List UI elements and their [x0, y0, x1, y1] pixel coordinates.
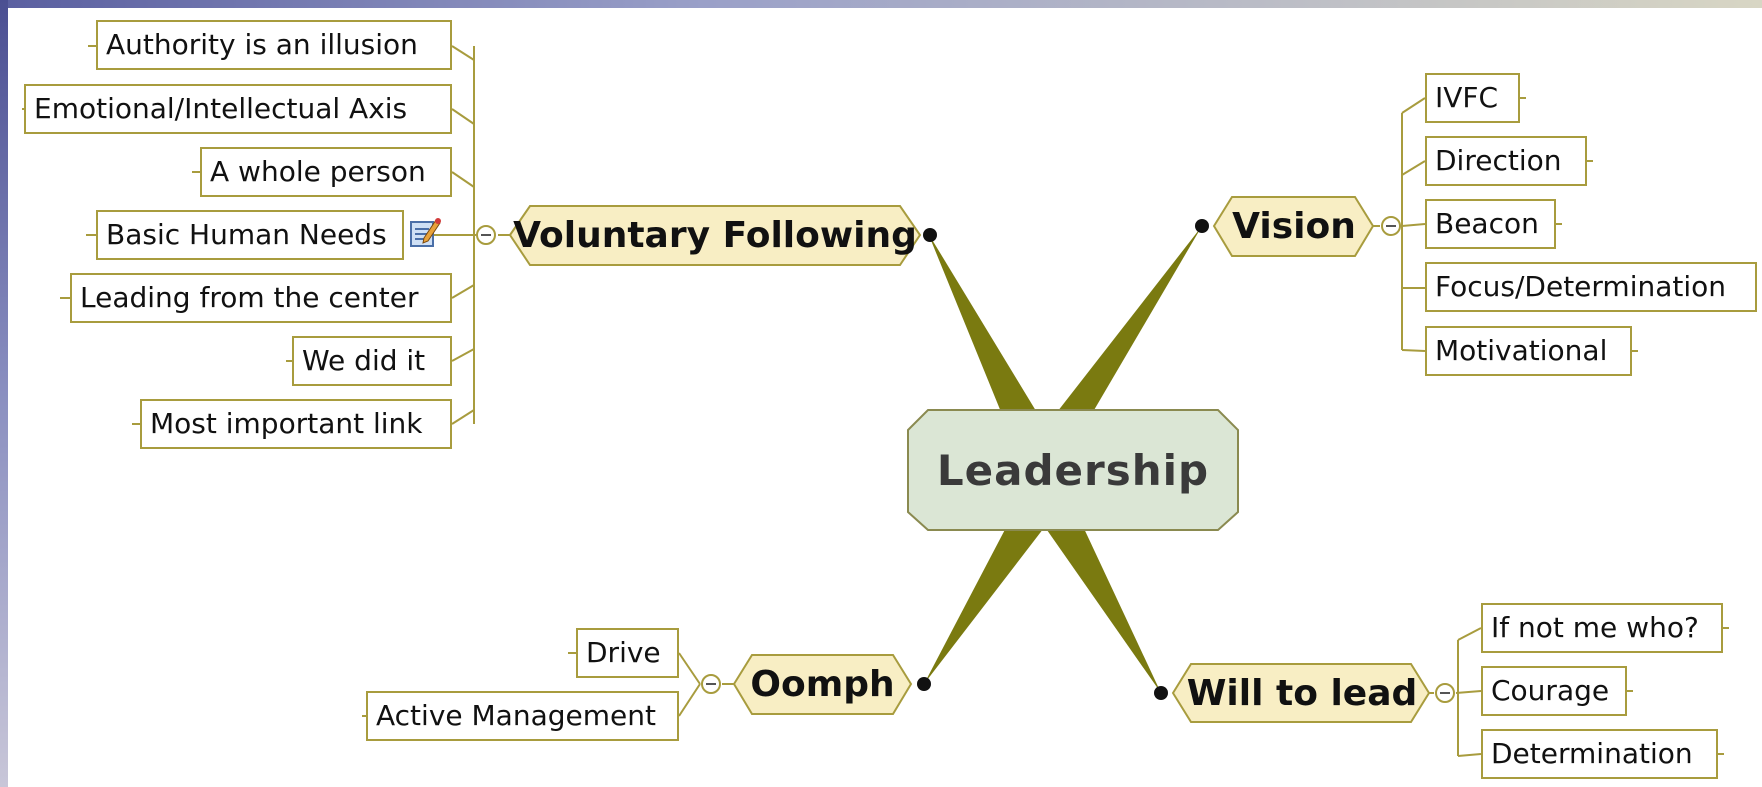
branch-voluntary-following[interactable]: Voluntary Following — [513, 215, 917, 256]
topic-direction[interactable]: Direction — [1425, 136, 1587, 186]
branch-oomph[interactable]: Oomph — [750, 664, 895, 705]
topic-focus-determination[interactable]: Focus/Determination — [1425, 262, 1757, 312]
branch-will-to-lead[interactable]: Will to lead — [1186, 672, 1418, 714]
collapse-voluntary-icon[interactable] — [476, 225, 496, 245]
collapse-vision-icon[interactable] — [1381, 216, 1401, 236]
topic-drive[interactable]: Drive — [576, 628, 679, 678]
connector-oomph — [924, 520, 1050, 684]
topic-emotional-intellectual-axis[interactable]: Emotional/Intellectual Axis — [24, 84, 452, 134]
branch-vision[interactable]: Vision — [1232, 206, 1356, 247]
topic-if-not-me-who[interactable]: If not me who? — [1481, 603, 1723, 653]
connector-vision — [1040, 226, 1202, 434]
branch-shape-voluntary — [508, 205, 922, 266]
branch-shape-oomph — [732, 654, 913, 715]
connectors-will-children — [1429, 627, 1729, 757]
connectors-oomph-children — [362, 652, 734, 717]
connector-dot-vision — [1195, 219, 1209, 233]
connector-dot-voluntary — [923, 228, 937, 242]
topic-we-did-it[interactable]: We did it — [292, 336, 452, 386]
connectors-voluntary-children — [22, 45, 510, 425]
topic-most-important-link[interactable]: Most important link — [140, 399, 452, 449]
topic-a-whole-person[interactable]: A whole person — [200, 147, 452, 197]
central-node[interactable]: Leadership — [936, 445, 1210, 495]
topic-motivational[interactable]: Motivational — [1425, 326, 1632, 376]
connector-will — [1040, 520, 1161, 693]
topic-leading-from-the-center[interactable]: Leading from the center — [70, 273, 452, 323]
connector-dot-will — [1154, 686, 1168, 700]
window-frame-left — [0, 0, 8, 787]
topic-active-management[interactable]: Active Management — [366, 691, 679, 741]
window-frame-top — [0, 0, 1762, 8]
note-icon[interactable] — [408, 216, 442, 250]
topic-ivfc[interactable]: IVFC — [1425, 73, 1520, 123]
collapse-oomph-icon[interactable] — [701, 674, 721, 694]
topic-courage[interactable]: Courage — [1481, 666, 1627, 716]
topic-basic-human-needs[interactable]: Basic Human Needs — [96, 210, 404, 260]
topic-determination[interactable]: Determination — [1481, 729, 1718, 779]
topic-beacon[interactable]: Beacon — [1425, 199, 1556, 249]
collapse-will-icon[interactable] — [1435, 683, 1455, 703]
connectors-vision-children — [1373, 97, 1638, 352]
connector-dot-oomph — [917, 677, 931, 691]
connector-voluntary — [928, 233, 1050, 434]
central-node-shape — [907, 409, 1239, 531]
topic-authority-is-an-illusion[interactable]: Authority is an illusion — [96, 20, 452, 70]
